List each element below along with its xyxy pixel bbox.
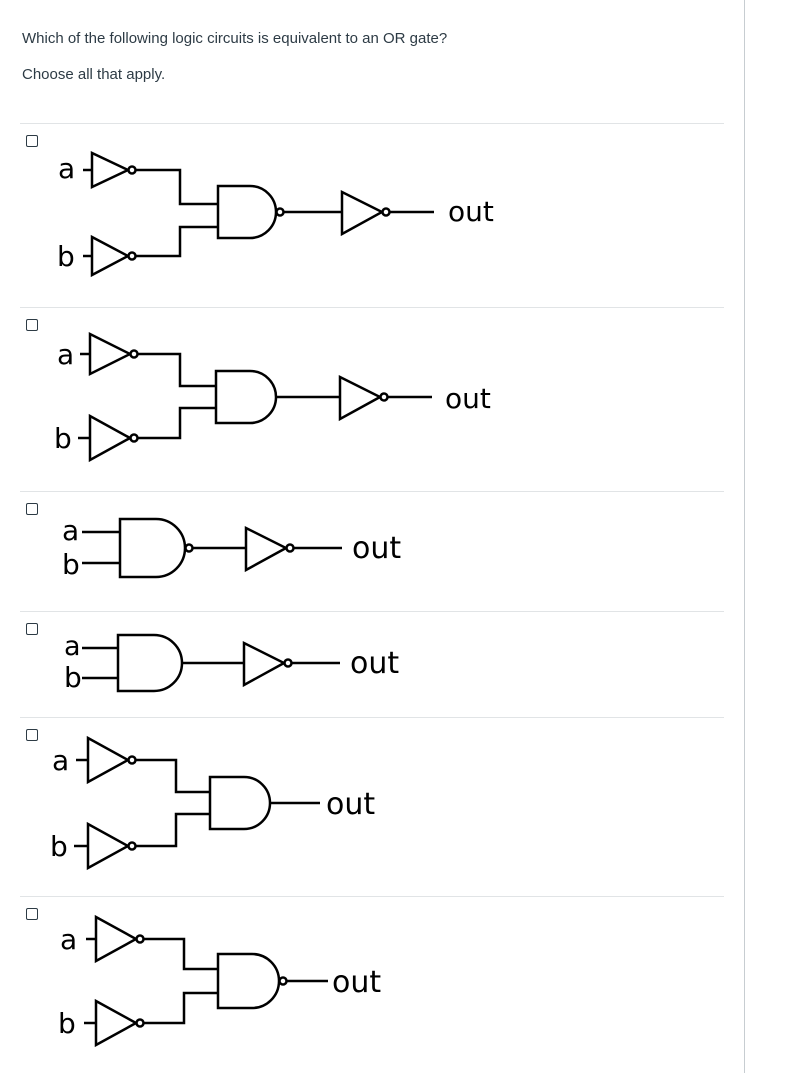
- content-right-border: [744, 0, 745, 1073]
- option-divider: [20, 123, 724, 124]
- circuit-diagram-6: a b out: [58, 914, 381, 1048]
- answer-option-3: a b out: [20, 492, 724, 611]
- input-b-label: b: [50, 830, 68, 863]
- input-a-label: a: [52, 744, 69, 777]
- option-3-checkbox[interactable]: [26, 503, 38, 515]
- output-label: out: [332, 965, 381, 1000]
- input-a-label: a: [57, 338, 74, 371]
- answer-option-6: a b out: [20, 897, 724, 1067]
- circuit-diagram-1: a b out: [57, 151, 494, 278]
- instruction-text: Choose all that apply.: [22, 66, 166, 83]
- circuit-diagram-4: a b out: [64, 631, 399, 694]
- input-a-label: a: [64, 631, 81, 662]
- circuit-diagram-2: a b out: [54, 331, 491, 463]
- option-divider: [20, 491, 724, 492]
- question-text: Which of the following logic circuits is…: [22, 30, 448, 47]
- output-label: out: [350, 646, 399, 681]
- input-a-label: a: [58, 152, 75, 185]
- output-label: out: [352, 531, 401, 566]
- circuit-diagram-5: a b out: [50, 735, 375, 871]
- option-2-checkbox[interactable]: [26, 319, 38, 331]
- option-1-checkbox[interactable]: [26, 135, 38, 147]
- input-a-label: a: [60, 923, 77, 956]
- option-5-checkbox[interactable]: [26, 729, 38, 741]
- circuit-diagram-3: a b out: [62, 514, 401, 581]
- answer-option-2: a b out: [20, 308, 724, 491]
- option-divider: [20, 717, 724, 718]
- input-b-label: b: [58, 1007, 76, 1040]
- option-divider: [20, 896, 724, 897]
- answer-option-4: a b out: [20, 612, 724, 717]
- output-label: out: [448, 195, 494, 228]
- answer-option-1: a b out: [20, 124, 724, 307]
- input-a-label: a: [62, 514, 79, 547]
- option-4-checkbox[interactable]: [26, 623, 38, 635]
- input-b-label: b: [54, 422, 72, 455]
- option-divider: [20, 611, 724, 612]
- answer-option-5: a b out: [20, 718, 724, 896]
- option-divider: [20, 307, 724, 308]
- input-b-label: b: [62, 548, 80, 581]
- option-6-checkbox[interactable]: [26, 908, 38, 920]
- output-label: out: [445, 382, 491, 415]
- input-b-label: b: [64, 661, 82, 694]
- input-b-label: b: [57, 240, 75, 273]
- output-label: out: [326, 787, 375, 822]
